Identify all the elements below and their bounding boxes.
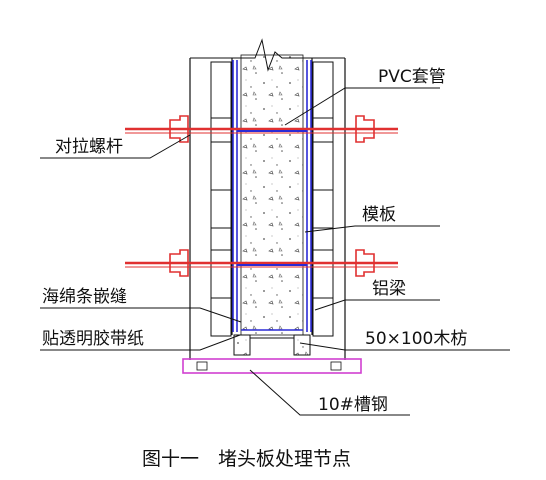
figure-caption: 图十一 堵头板处理节点 (142, 448, 351, 470)
concrete-core (240, 54, 304, 336)
label-tie-rod: 对拉螺杆 (55, 137, 123, 157)
label-channel-steel: 10#槽钢 (318, 395, 388, 415)
sponge-strips (233, 334, 311, 356)
label-formwork: 模板 (362, 205, 396, 225)
label-pvc-sleeve: PVC套管 (378, 67, 446, 87)
wall-outline (189, 58, 346, 360)
label-aluminum-beam: 铝梁 (372, 279, 406, 299)
tie-rod-lower (125, 249, 398, 277)
channel-steel (182, 358, 362, 374)
label-timber: 50×100木枋 (365, 329, 467, 349)
label-tape: 贴透明胶带纸 (42, 329, 144, 349)
formwork-panels (232, 60, 312, 332)
leader-lines (40, 87, 510, 416)
aluminum-beam-left (210, 61, 232, 337)
break-line (190, 38, 345, 72)
tie-rod-upper (125, 115, 398, 143)
label-sponge-strip: 海绵条嵌缝 (42, 287, 127, 307)
aluminum-beam-right (312, 61, 334, 337)
